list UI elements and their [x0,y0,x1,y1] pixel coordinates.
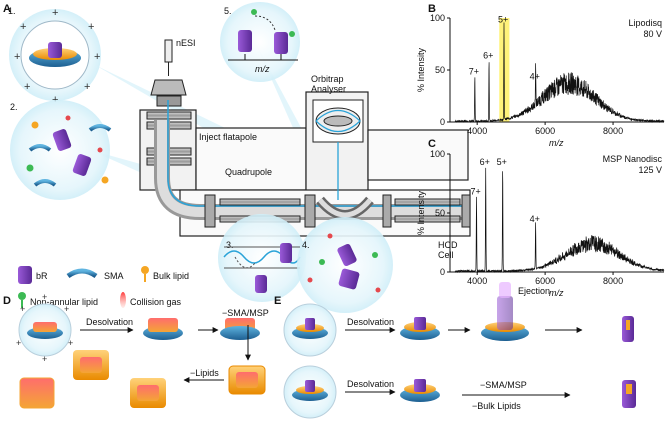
panel-label-e: E [274,295,281,307]
panel-label-a: A [3,3,11,15]
panel-e-desolvation-label-1: Desolvation [347,317,394,327]
inject-flatapole-label: Inject flatapole [199,132,257,142]
svg-text:+: + [64,304,69,314]
panel-d-desolvation-label: Desolvation [86,317,133,327]
panel-d-lipids-label: −Lipids [190,368,219,378]
nesi-emitter: nESI [164,38,196,76]
mass-spectrometer-schematic [139,79,471,237]
peak-label: 5+ [497,157,507,167]
chart-subtitle: 125 V [638,165,662,175]
x-tick-label: 8000 [603,276,623,286]
chart-title: MSP Nanodisc [603,154,663,164]
panel-label-d: D [3,295,11,307]
legend-label-bR: bR [36,271,48,281]
legend-label-non-annular: Non-annular lipid [30,297,98,307]
peak-label: 5+ [498,14,508,24]
y-tick-label: 100 [430,13,445,23]
legend-label-collision-gas: Collision gas [130,297,182,307]
peak-label: 4+ [530,214,540,224]
collision-gas-icon [120,292,126,308]
hcd-label-2: Cell [438,250,454,260]
svg-text:+: + [42,354,47,364]
step-5-number: 5. [224,6,232,16]
y-axis-label: % Intensity [416,190,426,235]
orbitrap-label-1: Orbitrap [311,74,344,84]
quadrupole-label: Quadrupole [225,167,272,177]
panel-label-c: C [428,138,436,150]
panel-a: A [3,2,471,313]
y-tick-label: 50 [435,65,445,75]
svg-text:+: + [88,21,94,33]
svg-text:+: + [20,304,25,314]
svg-text:+: + [20,21,26,33]
step-2-number: 2. [10,102,18,112]
peak-label: 6+ [480,157,490,167]
y-tick-label: 0 [440,117,445,127]
panel-e-bulk-lipids-label: −Bulk Lipids [472,401,521,411]
svg-text:+: + [16,338,21,348]
step-3-quadrupole-selection: 3. [218,214,306,302]
SMA-icon [66,268,98,279]
chart-subtitle: 80 V [643,29,662,39]
peak-label: 7+ [470,187,480,197]
step-2-desolvation: 2. [10,100,112,200]
legend: bR SMA Bulk lipid Non-annular lipid Coll… [18,266,189,308]
svg-text:+: + [42,292,47,302]
bR-icon [18,266,32,284]
chart-title: Lipodisq [628,18,662,28]
panel-d-sma-msp-label: −SMA/MSP [222,308,269,318]
svg-text:+: + [52,94,58,106]
peak-label: 6+ [483,51,493,61]
step-1-droplet: 1. + + + + + + + + [8,6,101,106]
svg-text:+: + [52,7,58,19]
x-tick-label: 4000 [467,126,487,136]
spectrum-line [454,167,665,274]
x-tick-label: 6000 [535,126,555,136]
spectrum-line [454,22,665,124]
panel-e-sma-msp-label: −SMA/MSP [480,380,527,390]
step-4-hcd-collision: 4. [297,217,393,313]
x-tick-label: 6000 [535,276,555,286]
orbitrap-label-2: Analyser [311,84,346,94]
peak-label: 4+ [530,71,540,81]
y-tick-label: 0 [440,267,445,277]
panel-label-b: B [428,3,436,15]
step-5-mz-label: m/z [255,64,270,74]
svg-text:+: + [24,81,30,93]
svg-text:+: + [68,338,73,348]
x-tick-label: 8000 [603,126,623,136]
panel-d: D + + + + + + Desolvation −SMA/MSP −Lipids [3,292,269,409]
svg-text:+: + [84,81,90,93]
legend-label-bulk-lipid: Bulk lipid [153,271,189,281]
panel-e-desolvation-label-2: Desolvation [347,379,394,389]
step-4-number: 4. [302,240,310,250]
svg-text:+: + [14,51,20,63]
chart-c-msp-nanodisc: 4000 6000 8000 0 50 100 7+ 6+ 5+ 4+ MSP Nanodisc12… [416,149,665,298]
y-tick-label: 100 [430,149,445,159]
x-tick-label: 4000 [467,276,487,286]
panel-e-ejection-label: Ejection [518,286,550,296]
bulk-lipid-icon [141,266,149,274]
x-axis-label: m/z [549,288,564,298]
hcd-label-1: HCD [438,240,458,250]
y-axis-label: % Intensity [416,47,426,92]
legend-label-sma: SMA [104,271,124,281]
step-1-number: 1. [8,6,16,16]
nesi-label: nESI [176,38,196,48]
non-annular-lipid-icon [18,292,26,300]
step-3-number: 3. [226,240,234,250]
step-5-detection: 5. m/z [220,2,300,82]
svg-text:+: + [94,51,100,63]
x-axis-label: m/z [549,138,564,148]
panel-e: E Desolvation Ejection Desolvation −SMA/… [274,282,636,419]
y-tick-label: 50 [435,208,445,218]
peak-label: 7+ [469,66,479,76]
